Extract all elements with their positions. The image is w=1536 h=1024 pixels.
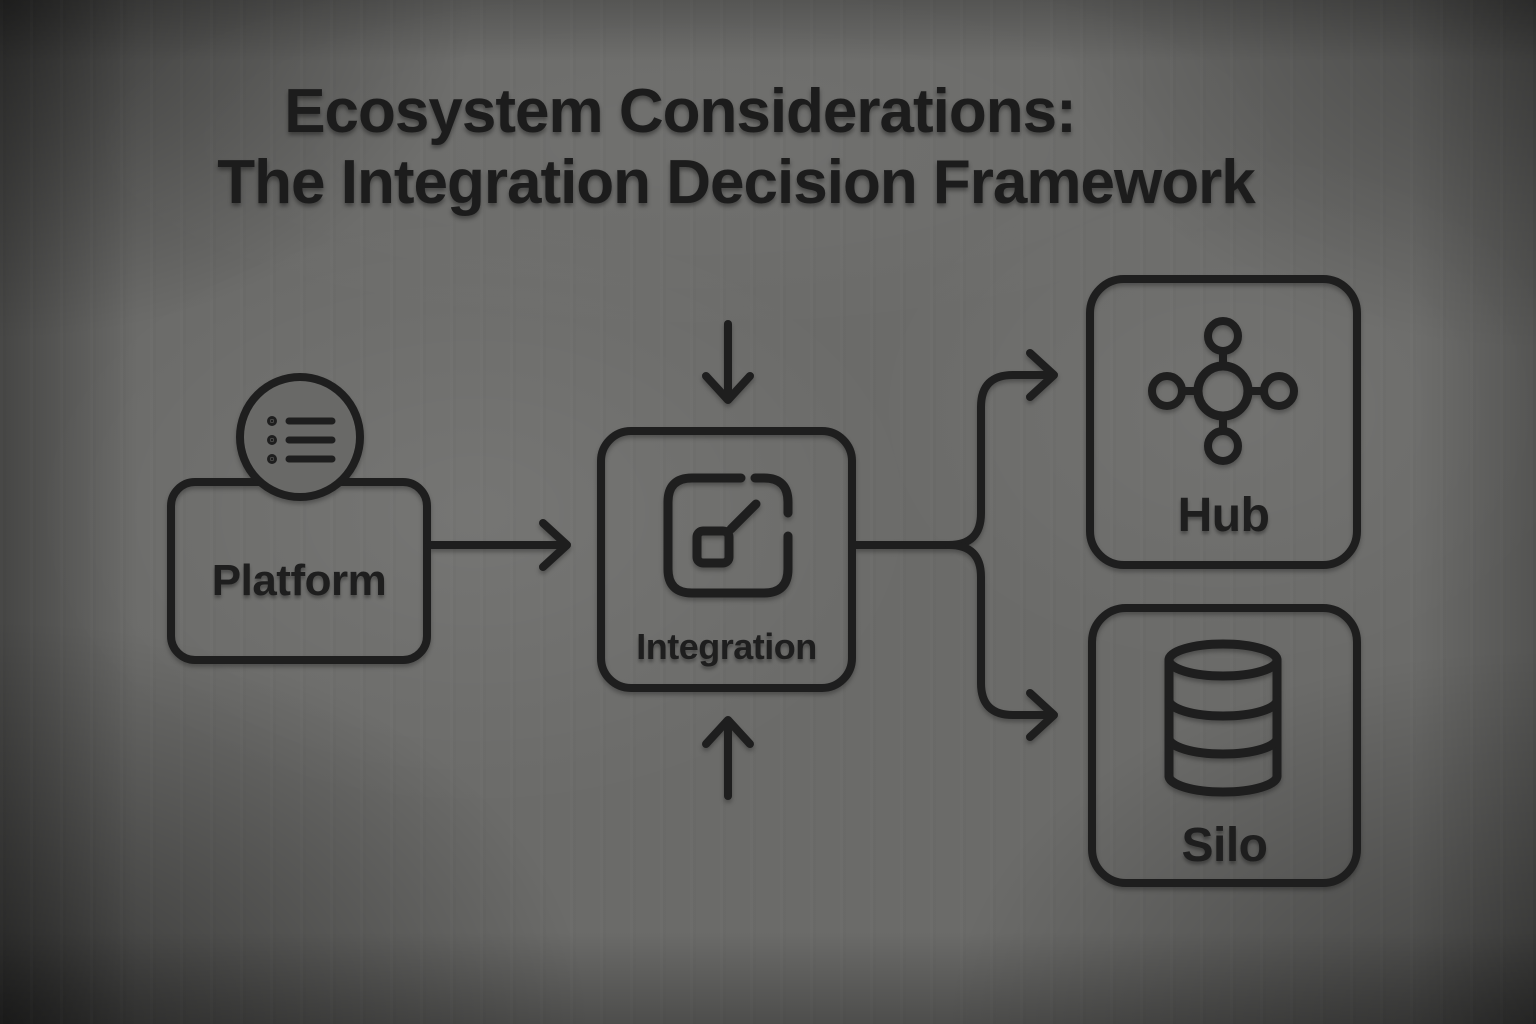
arrow-integration-to-hub <box>849 349 1058 549</box>
list-icon <box>267 416 336 464</box>
silo-box <box>1088 604 1361 887</box>
database-icon <box>1164 639 1282 797</box>
arrow-down-into-integration <box>702 320 754 404</box>
hub-box <box>1086 275 1361 569</box>
arrow-integration-to-silo <box>945 541 1058 741</box>
hub-node-label: Hub <box>1177 489 1270 542</box>
node-link-icon <box>663 473 793 598</box>
integration-node-label: Integration <box>636 626 817 667</box>
hub-spoke-icon <box>1148 317 1298 465</box>
silo-node-label: Silo <box>1181 819 1268 872</box>
arrow-up-into-integration <box>702 716 754 800</box>
page-title-line-2: The Integration Decision Framework <box>217 148 1255 217</box>
page-title-line-1: Ecosystem Considerations: <box>284 77 1077 146</box>
integration-box <box>597 427 856 692</box>
platform-node-label: Platform <box>211 556 387 605</box>
arrow-platform-to-integration <box>425 519 571 571</box>
